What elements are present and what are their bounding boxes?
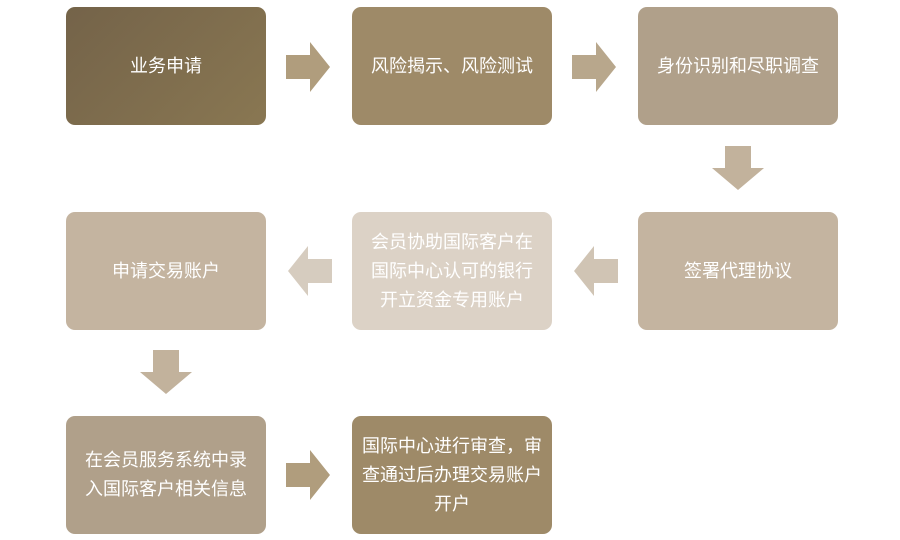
step-2-risk-disclosure: 风险揭示、风险测试 [352, 7, 552, 125]
step-3-identity-due-diligence: 身份识别和尽职调查 [638, 7, 838, 125]
step-5-open-fund-account: 会员协助国际客户在国际中心认可的银行开立资金专用账户 [352, 212, 552, 330]
step-5-label: 会员协助国际客户在国际中心认可的银行开立资金专用账户 [371, 231, 533, 311]
arrow-right-icon [286, 450, 330, 500]
step-1-label: 业务申请 [130, 55, 202, 77]
step-8-label: 国际中心进行审查，审查通过后办理交易账户开户 [362, 435, 542, 515]
arrow-right-icon [572, 42, 616, 92]
arrow-down-icon [712, 146, 764, 190]
arrow-right-icon [286, 42, 330, 92]
arrow-left-icon [574, 246, 618, 296]
step-7-enter-client-info: 在会员服务系统中录入国际客户相关信息 [66, 416, 266, 534]
step-4-label: 签署代理协议 [684, 260, 792, 282]
step-4-sign-agency-agreement: 签署代理协议 [638, 212, 838, 330]
step-8-review-and-open-account: 国际中心进行审查，审查通过后办理交易账户开户 [352, 416, 552, 534]
step-6-label: 申请交易账户 [112, 260, 220, 282]
step-3-label: 身份识别和尽职调查 [657, 55, 819, 77]
arrow-down-icon [140, 350, 192, 394]
arrow-left-icon [288, 246, 332, 296]
step-2-label: 风险揭示、风险测试 [371, 55, 533, 77]
step-1-business-application: 业务申请 [66, 7, 266, 125]
step-6-apply-trading-account: 申请交易账户 [66, 212, 266, 330]
step-7-label: 在会员服务系统中录入国际客户相关信息 [85, 450, 247, 500]
